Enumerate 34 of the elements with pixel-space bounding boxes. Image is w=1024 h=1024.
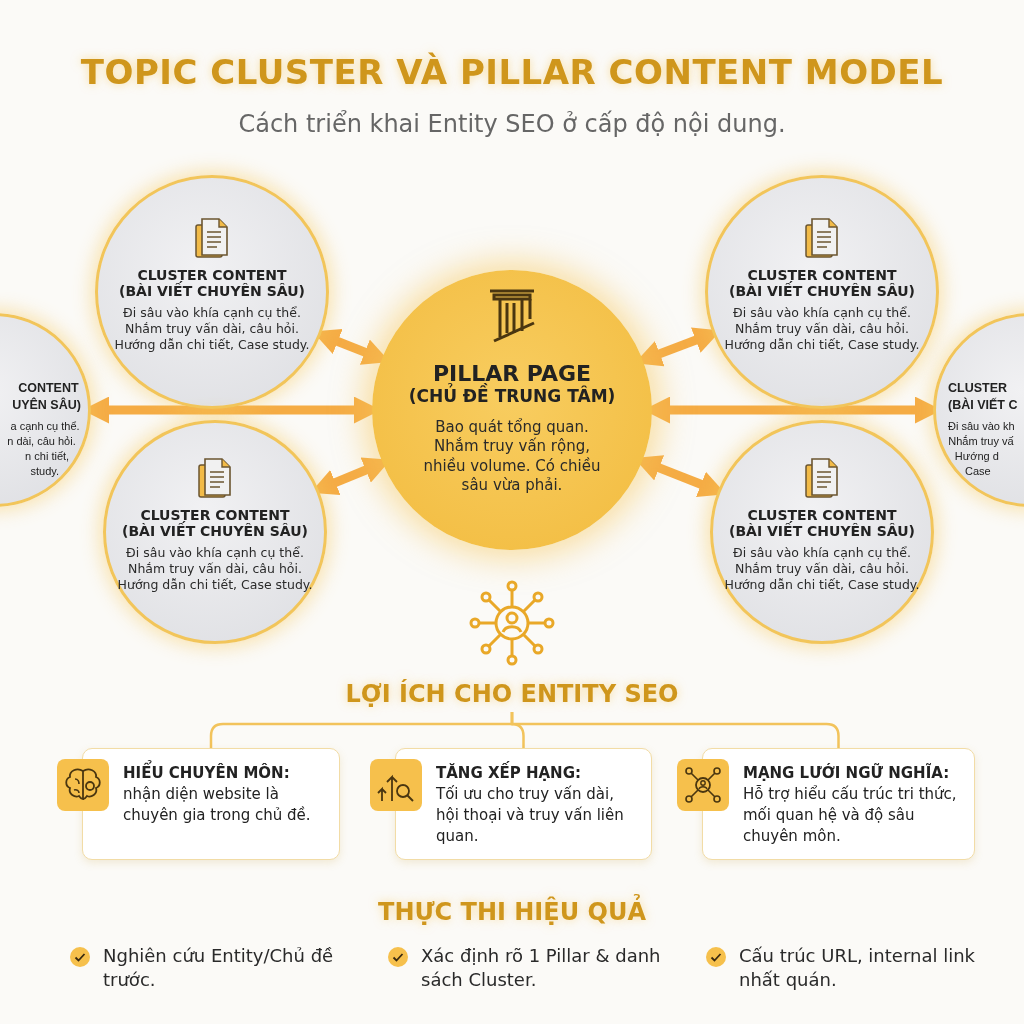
node-description: Đi sâu vào khía cạnh cụ thể. Nhắm truy vấn dài, câu hỏi. Hướng dẫn chi tiết, Case study. — [113, 304, 311, 354]
node-heading: (BÀI VIẾT C — [948, 397, 1018, 414]
cluster-circle — [705, 175, 939, 409]
node-description-line: study. — [30, 464, 59, 479]
checklist-item: Xác định rõ 1 Pillar & danh sách Cluster. — [421, 944, 662, 992]
card-heading: MẠNG LƯỚI NGỮ NGHĨA: — [743, 763, 951, 784]
node-description-line: Case — [965, 464, 991, 479]
checklist-item: Nghiên cứu Entity/Chủ đề trước. — [103, 944, 335, 992]
card-description: Hỗ trợ hiểu cấu trúc tri thức, mối quan hệ và độ sâu chuyên môn. — [743, 784, 958, 847]
checklist-item: Cấu trúc URL, internal link nhất quán. — [739, 944, 976, 992]
node-description: Đi sâu vào khía cạnh cụ thể. Nhắm truy vấn dài, câu hỏi. Hướng dẫn chi tiết, Case study. — [723, 304, 921, 354]
cluster-circle — [95, 175, 329, 409]
node-heading: CLUSTER — [948, 380, 1008, 397]
node-description: Bao quát tổng quan. Nhắm truy vấn rộng, nhiều volume. Có chiều sâu vừa phải. — [422, 417, 602, 496]
node-description-line: n chi tiết, — [25, 449, 70, 464]
connector-line — [510, 712, 840, 748]
cluster-circle — [710, 420, 934, 644]
node-heading: (CHỦ ĐỀ TRUNG TÂM) — [408, 385, 616, 406]
node-description: Đi sâu vào khía cạnh cụ thể. Nhắm truy vấn dài, câu hỏi. Hướng dẫn chi tiết, Case study. — [723, 544, 921, 594]
subtitle: Cách triển khai Entity SEO ở cấp độ nội dung. — [237, 110, 787, 138]
card-description: nhận diện website là chuyên gia trong chủ đề. — [123, 784, 312, 826]
title: TOPIC CLUSTER VÀ PILLAR CONTENT MODEL — [79, 52, 945, 92]
node-description-line: Nhắm truy vấ — [948, 434, 1014, 449]
node-description-line: Đi sâu vào kh — [948, 419, 1015, 434]
node-description-line: Hướng d — [954, 449, 999, 464]
card-heading: TĂNG XẾP HẠNG: — [436, 763, 641, 784]
node-description-line: a cạnh cụ thể. — [10, 419, 80, 434]
node-heading: CONTENT — [18, 380, 79, 397]
node-heading: UYÊN SÂU) — [12, 397, 81, 414]
node-description: Đi sâu vào khía cạnh cụ thể. Nhắm truy vấn dài, câu hỏi. Hướng dẫn chi tiết, Case study. — [116, 544, 314, 594]
section-heading: LỢI ÍCH CHO ENTITY SEO — [292, 676, 732, 712]
card-description: Tối ưu cho truy vấn dài, hội thoại và truy vấn liên quan. — [436, 784, 625, 847]
node-description-line: n dài, câu hỏi. — [7, 434, 76, 449]
cluster-circle — [103, 420, 327, 644]
